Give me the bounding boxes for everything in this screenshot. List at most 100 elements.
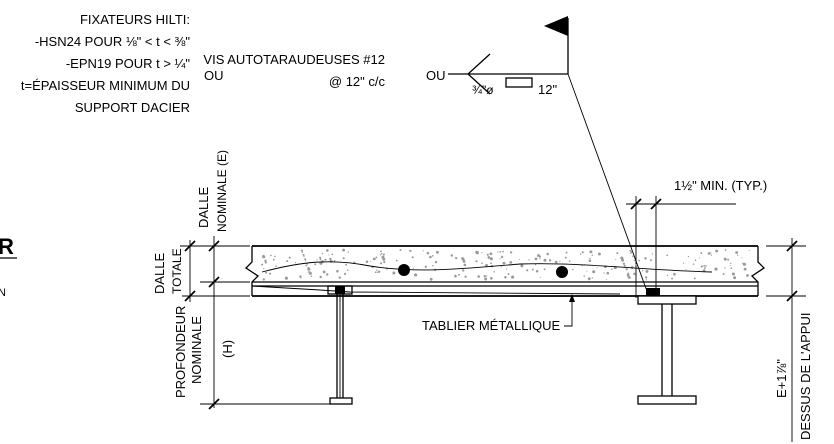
- aggregate-speck: [342, 257, 345, 260]
- aggregate-speck: [536, 254, 540, 257]
- aggregate-speck: [486, 275, 488, 277]
- weld-plug-icon: [646, 288, 660, 296]
- deck-leader: TABLIER MÉTALLIQUE: [422, 294, 575, 333]
- aggregate-speck: [531, 268, 534, 271]
- or-label-2: OU: [426, 68, 446, 83]
- aggregate-speck: [338, 276, 341, 279]
- aggregate-speck: [319, 256, 322, 259]
- aggregate-speck: [486, 253, 489, 256]
- aggregate-speck: [568, 260, 571, 262]
- aggregate-speck: [379, 254, 382, 256]
- aggregate-speck: [645, 276, 648, 279]
- aggregate-speck: [596, 267, 598, 269]
- aggregate-speck: [411, 256, 414, 259]
- aggregate-speck: [714, 267, 718, 271]
- depth-label-2: NOMINALE: [189, 316, 204, 384]
- aggregate-speck: [329, 257, 332, 261]
- aggregate-speck: [645, 269, 649, 273]
- left-dimensions: DALLE NOMINALE (E) DALLE TOTALE PROFONDE…: [152, 150, 330, 410]
- aggregate-speck: [454, 274, 457, 278]
- aggregate-speck: [370, 261, 372, 263]
- aggregate-speck: [633, 272, 636, 276]
- aggregate-speck: [565, 251, 568, 254]
- aggregate-speck: [572, 268, 574, 271]
- aggregate-speck: [336, 269, 339, 273]
- aggregate-speck: [264, 259, 267, 262]
- aggregate-speck: [729, 264, 731, 266]
- fasteners-title: FIXATEURS HILTI:: [80, 12, 190, 27]
- aggregate-speck: [305, 260, 307, 262]
- aggregate-speck: [392, 271, 396, 275]
- aggregate-speck: [528, 259, 530, 261]
- aggregate-speck: [263, 267, 265, 270]
- aggregate-speck: [683, 262, 685, 264]
- aggregate-speck: [481, 252, 483, 254]
- aggregate-speck: [707, 252, 711, 255]
- aggregate-speck: [724, 267, 726, 269]
- aggregate-speck: [727, 258, 730, 261]
- fastener-notes: FIXATEURS HILTI: -HSN24 POUR ⅛" < t < ⅜"…: [21, 12, 191, 115]
- aggregate-speck: [534, 263, 537, 266]
- screw-notes: VIS AUTOTARAUDEUSES #12 @ 12" c/c: [203, 52, 385, 89]
- aggregate-speck: [483, 275, 486, 278]
- aggregate-speck: [733, 276, 736, 278]
- concrete-slab: [244, 245, 766, 297]
- aggregate-speck: [464, 275, 467, 278]
- slab-total-label-2: TOTALE: [170, 248, 184, 294]
- aggregate-speck: [382, 257, 386, 261]
- fasteners-line-1: -HSN24 POUR ⅛" < t < ⅜": [35, 34, 191, 49]
- aggregate-speck: [554, 260, 558, 264]
- aggregate-speck: [687, 255, 690, 258]
- screws-line-2: @ 12" c/c: [329, 74, 386, 89]
- aggregate-speck: [475, 250, 479, 254]
- aggregate-speck: [723, 257, 727, 261]
- aggregate-speck: [507, 273, 510, 275]
- left-steel-beam: [327, 285, 353, 405]
- aggregate-speck: [300, 277, 302, 279]
- aggregate-speck: [346, 269, 349, 272]
- aggregate-speck: [503, 262, 506, 265]
- aggregate-speck: [744, 269, 747, 271]
- aggregate-speck: [489, 257, 493, 261]
- slab-nominal-label-1: DALLE: [196, 186, 211, 228]
- aggregate-speck: [705, 265, 707, 267]
- aggregate-speck: [307, 267, 311, 271]
- aggregate-speck: [592, 270, 596, 274]
- weld-size-label: ¾"ø: [472, 83, 494, 97]
- aggregate-speck: [509, 251, 513, 254]
- aggregate-speck: [632, 255, 634, 258]
- aggregate-speck: [328, 254, 330, 256]
- field-weld-flag-icon: [544, 16, 568, 36]
- aggregate-speck: [731, 272, 735, 276]
- aggregate-speck: [651, 253, 654, 255]
- aggregate-speck: [509, 261, 513, 264]
- aggregate-speck: [265, 271, 268, 274]
- aggregate-speck: [591, 254, 594, 256]
- aggregate-speck: [644, 257, 647, 260]
- aggregate-speck: [343, 272, 347, 276]
- weld-symbol: ¾"ø 12": [448, 16, 649, 295]
- aggregate-speck: [383, 261, 386, 264]
- aggregate-speck: [365, 260, 369, 264]
- aggregate-speck: [372, 258, 375, 260]
- aggregate-speck: [435, 250, 439, 254]
- aggregate-speck: [588, 259, 592, 263]
- aggregate-speck: [703, 264, 706, 267]
- aggregate-speck: [262, 278, 265, 281]
- aggregate-speck: [286, 260, 289, 263]
- aggregate-speck: [499, 251, 502, 253]
- aggregate-speck: [434, 260, 438, 264]
- aggregate-speck: [627, 275, 631, 279]
- aggregate-speck: [606, 271, 610, 275]
- fasteners-line-4: SUPPORT DACIER: [75, 100, 190, 115]
- right-steel-beam: [637, 288, 697, 405]
- aggregate-speck: [742, 262, 746, 266]
- aggregate-speck: [579, 253, 582, 255]
- aggregate-speck: [489, 276, 493, 280]
- screws-line-1: VIS AUTOTARAUDEUSES #12: [203, 52, 385, 67]
- aggregate-speck: [484, 277, 488, 281]
- aggregate-speck: [316, 259, 318, 261]
- aggregate-speck: [611, 268, 613, 270]
- plug-weld-symbol: [505, 77, 533, 88]
- aggregate-speck: [294, 261, 297, 264]
